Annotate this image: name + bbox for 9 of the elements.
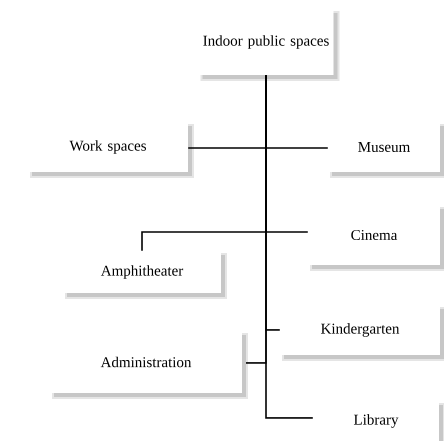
text-box: Indoor public spaces	[198, 9, 340, 81]
text-box: Library	[313, 400, 444, 441]
text-box: Administration	[50, 330, 248, 399]
text-box: Kindergarten	[280, 304, 444, 361]
text-box: Cinema	[308, 205, 444, 271]
connector-line	[265, 75, 313, 419]
text-box: Work spaces	[28, 122, 194, 178]
text-box: Museum	[328, 122, 444, 178]
text-box: Amphitheater	[63, 251, 227, 299]
